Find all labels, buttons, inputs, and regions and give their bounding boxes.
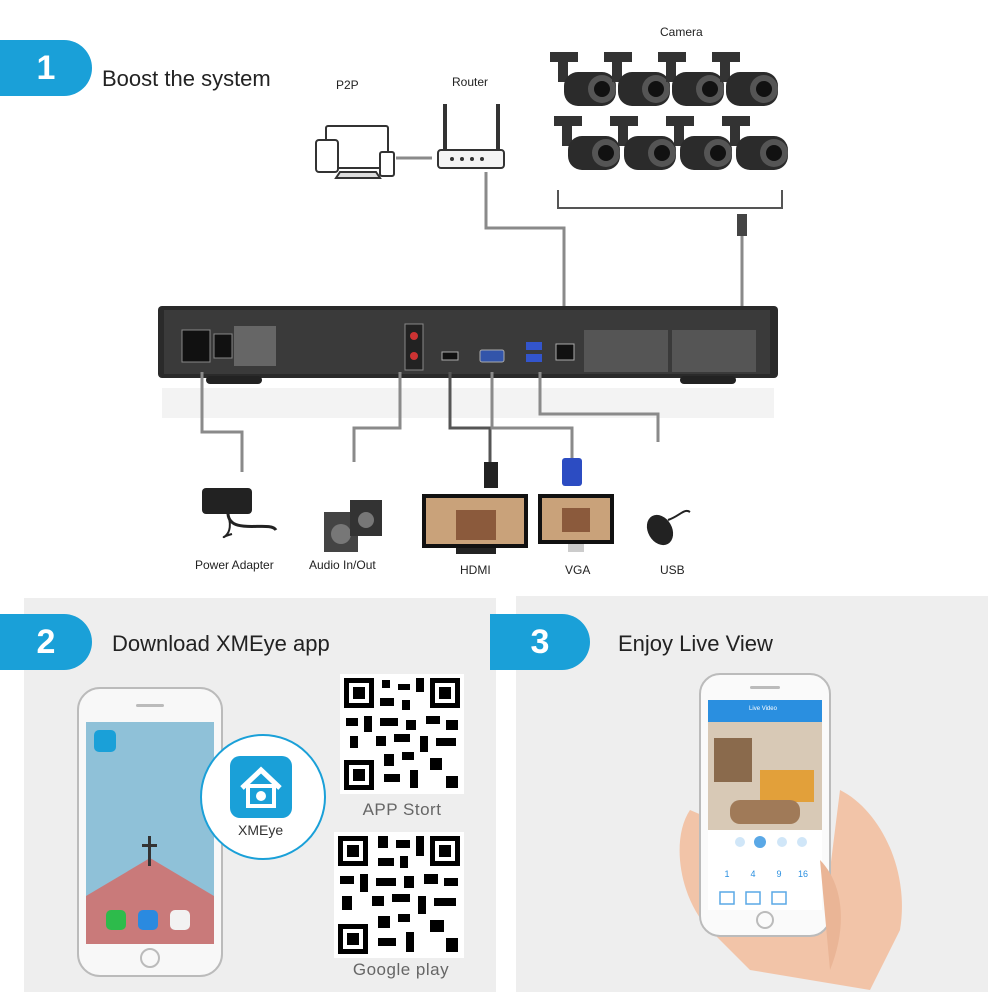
grid-4-button[interactable]: 4 (750, 869, 756, 879)
camera-bracket (557, 190, 783, 209)
power-cable (200, 372, 244, 472)
xmeye-app-icon (230, 756, 292, 818)
xmeye-app-name: XMEye (238, 822, 284, 838)
hdmi-monitor-icon (422, 494, 528, 554)
audio-cable (352, 372, 402, 462)
step-2-badge: 2 (0, 614, 92, 670)
vga-monitor-icon (538, 494, 614, 552)
step-1-badge: 1 (0, 40, 92, 96)
router-label: Router (452, 75, 489, 89)
router-icon (437, 104, 505, 169)
grid-9-button[interactable]: 9 (776, 869, 782, 879)
grid-16-button[interactable]: 16 (797, 869, 808, 879)
camera-group-icon (550, 52, 788, 170)
camera-label: Camera (660, 25, 703, 39)
power-adapter-icon (202, 488, 278, 539)
app-store-qr-code (340, 674, 464, 794)
app-store-caption: APP Stort (362, 800, 442, 819)
step-2-title: Download XMEye app (112, 631, 330, 656)
p2p-label: P2P (336, 78, 359, 92)
usb-label: USB (660, 563, 685, 577)
step-number: 2 (36, 622, 56, 661)
vga-label: VGA (565, 563, 591, 577)
usb-cable (538, 372, 660, 442)
grid-1-button[interactable]: 1 (724, 869, 730, 879)
vga-plug-icon (562, 458, 582, 486)
google-play-caption: Google play (352, 960, 450, 979)
hdmi-label: HDMI (460, 563, 491, 577)
p2p-devices-icon (315, 125, 395, 179)
vga-cable (490, 372, 574, 460)
mouse-icon (646, 510, 691, 546)
step-number: 3 (530, 622, 550, 661)
hdmi-cable (448, 372, 492, 466)
camera-plug-icon (737, 214, 747, 236)
speaker-icon (324, 500, 382, 552)
step-3-badge: 3 (490, 614, 590, 670)
step-1-title: Boost the system (102, 66, 271, 91)
audio-label: Audio In/Out (309, 558, 376, 572)
phone-home-screen (77, 687, 223, 977)
power-adapter-label: Power Adapter (195, 558, 274, 572)
hand-holding-phone (679, 673, 902, 990)
xmeye-app-badge (200, 734, 326, 860)
google-play-qr-code (334, 832, 464, 958)
live-video-header-title: Live Video (749, 706, 777, 712)
nvr-reflection (162, 388, 774, 418)
hdmi-plug-icon (484, 462, 498, 488)
system-diagram (158, 52, 788, 554)
step-number: 1 (36, 48, 56, 87)
step-3-title: Enjoy Live View (618, 631, 773, 656)
nvr-recorder (158, 306, 778, 384)
router-nvr-cable (484, 172, 566, 336)
